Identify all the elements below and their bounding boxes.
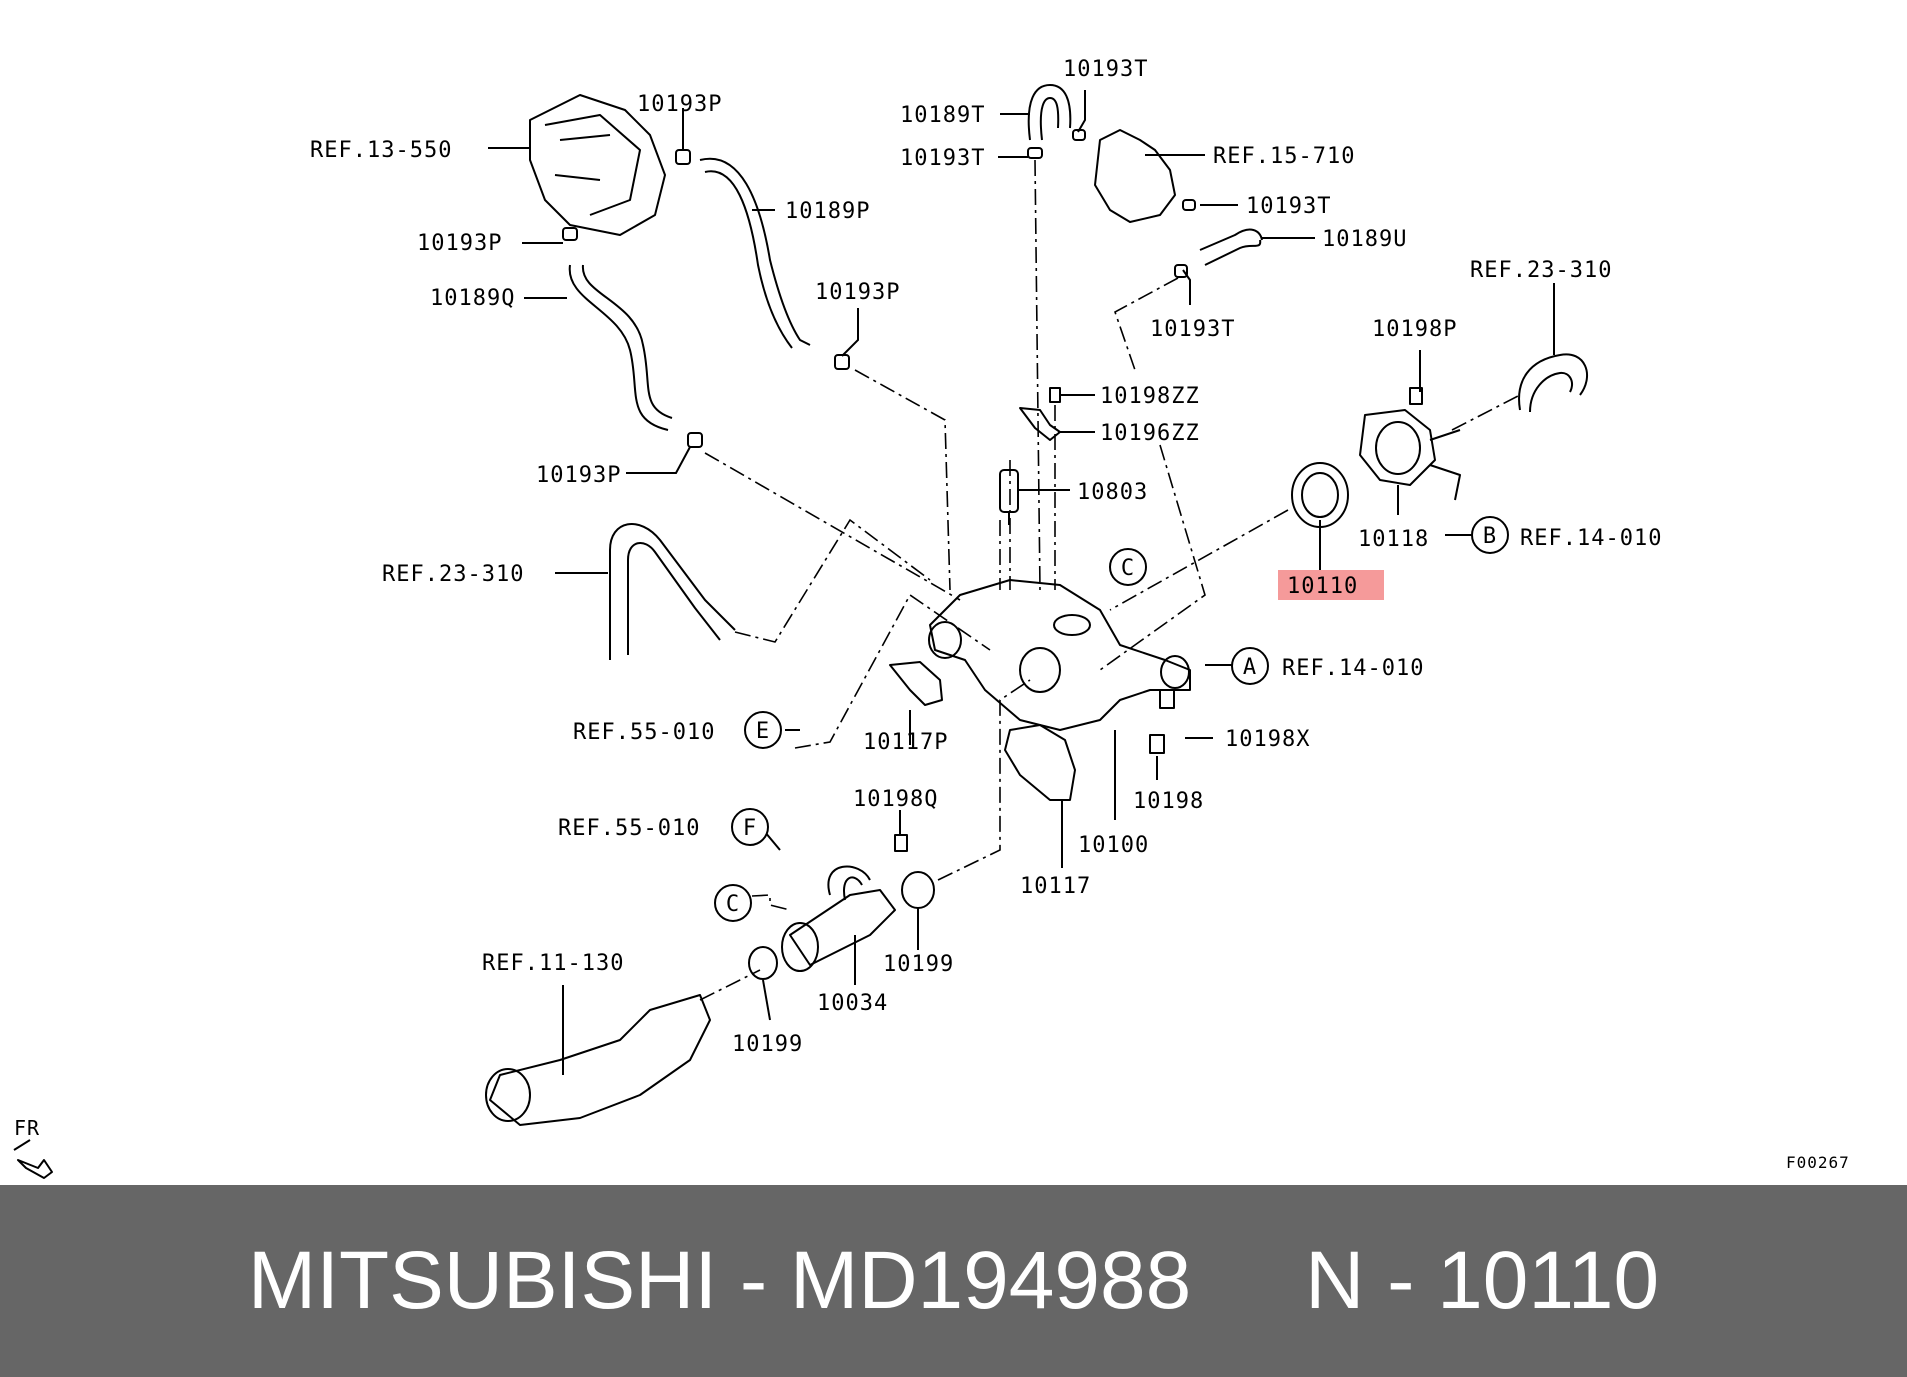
label-ref-13-550: REF.13-550 — [310, 138, 452, 163]
label-10193t-c: 10193T — [1246, 194, 1331, 219]
label-10803: 10803 — [1077, 480, 1148, 505]
hose-10189q — [568, 264, 673, 431]
part-labels: REF.13-550 10193P 10189P 10193P 10189Q 1… — [14, 57, 1850, 1172]
gasket-10117 — [1004, 724, 1076, 801]
highlight-box — [1278, 570, 1384, 600]
hose-clamps — [562, 129, 1196, 448]
label-ref-55-010-e: REF.55-010 — [573, 720, 715, 745]
label-ref-23-310-left: REF.23-310 — [382, 562, 524, 587]
label-10193t-d: 10193T — [1150, 317, 1235, 342]
label-ref-23-310-right: REF.23-310 — [1470, 258, 1612, 283]
component-ref-11-130 — [485, 994, 711, 1126]
label-10100: 10100 — [1078, 833, 1149, 858]
circle-letter-a: A — [1231, 647, 1269, 685]
circle-letter-b: B — [1471, 516, 1509, 554]
label-10189t: 10189T — [900, 103, 985, 128]
circle-letter-e: E — [744, 711, 782, 749]
label-10193p-d: 10193P — [536, 463, 621, 488]
label-10199-b: 10199 — [732, 1032, 803, 1057]
component-ref-15-710 — [1094, 129, 1176, 223]
label-10193t-b: 10193T — [900, 146, 985, 171]
label-10034: 10034 — [817, 991, 888, 1016]
label-10117p: 10117P — [863, 730, 948, 755]
water-outlet-10100 — [928, 579, 1191, 731]
label-10198q: 10198Q — [853, 787, 938, 812]
front-arrow-icon — [13, 1139, 53, 1179]
label-ref-14-010-b: REF.14-010 — [1520, 526, 1662, 551]
hose-ref-23-310-left — [609, 523, 736, 660]
label-10117: 10117 — [1020, 874, 1091, 899]
label-fr: FR — [14, 1116, 40, 1140]
svg-text:C: C — [726, 892, 740, 917]
circle-letter-c-bottom: C — [714, 884, 752, 922]
hose-ref-23-310-right — [1518, 353, 1589, 413]
label-10199-a: 10199 — [883, 952, 954, 977]
label-10198x: 10198X — [1225, 727, 1310, 752]
bracket-10196zz — [1019, 407, 1061, 441]
label-ref-55-010-f: REF.55-010 — [558, 816, 700, 841]
label-10189u: 10189U — [1322, 227, 1407, 252]
hose-10189t — [1027, 84, 1072, 141]
sensor-10803 — [999, 469, 1019, 525]
label-diagram-code: F00267 — [1786, 1153, 1850, 1172]
parts-diagram: C A B E F C REF.13-550 10193P 10189P 101… — [13, 57, 1850, 1179]
bolts — [894, 387, 1423, 852]
label-10193p-b: 10193P — [815, 280, 900, 305]
thermostat-housing-10118 — [1359, 409, 1461, 501]
label-10198p: 10198P — [1372, 317, 1457, 342]
label-10198zz: 10198ZZ — [1100, 384, 1200, 409]
svg-text:A: A — [1243, 655, 1257, 680]
label-ref-14-010-a: REF.14-010 — [1282, 656, 1424, 681]
circle-letter-c-top: C — [1109, 548, 1147, 586]
footer-bar: MITSUBISHI - MD194988 N - 10110 — [0, 1185, 1907, 1377]
circle-letter-f: F — [731, 808, 769, 846]
hose-10189u — [1199, 228, 1263, 266]
o-ring-10199-b — [748, 946, 778, 980]
label-ref-11-130: REF.11-130 — [482, 951, 624, 976]
svg-text:F: F — [743, 816, 757, 841]
label-10110: 10110 — [1287, 574, 1358, 599]
connection-lines — [699, 159, 1521, 1001]
svg-text:B: B — [1483, 524, 1497, 549]
throttle-body-drawing — [529, 94, 666, 236]
leader-lines — [488, 90, 1555, 1075]
thermostat-10110 — [1291, 462, 1349, 540]
label-10198: 10198 — [1133, 789, 1204, 814]
gasket-10117p — [889, 661, 943, 706]
svg-text:C: C — [1121, 556, 1135, 581]
pipe-10034 — [781, 865, 896, 972]
label-10193p-a: 10193P — [637, 92, 722, 117]
label-10196zz: 10196ZZ — [1100, 421, 1200, 446]
label-10189p: 10189P — [785, 199, 870, 224]
label-ref-15-710: REF.15-710 — [1213, 144, 1355, 169]
part-number-caption: MITSUBISHI - MD194988 N - 10110 — [247, 1235, 1660, 1326]
label-10118: 10118 — [1358, 527, 1429, 552]
svg-text:E: E — [756, 719, 770, 744]
label-10193p-c: 10193P — [417, 231, 502, 256]
hose-10189p — [699, 157, 811, 349]
label-10189q: 10189Q — [430, 286, 515, 311]
label-10193t-a: 10193T — [1063, 57, 1148, 82]
o-ring-10199-a — [901, 871, 935, 909]
